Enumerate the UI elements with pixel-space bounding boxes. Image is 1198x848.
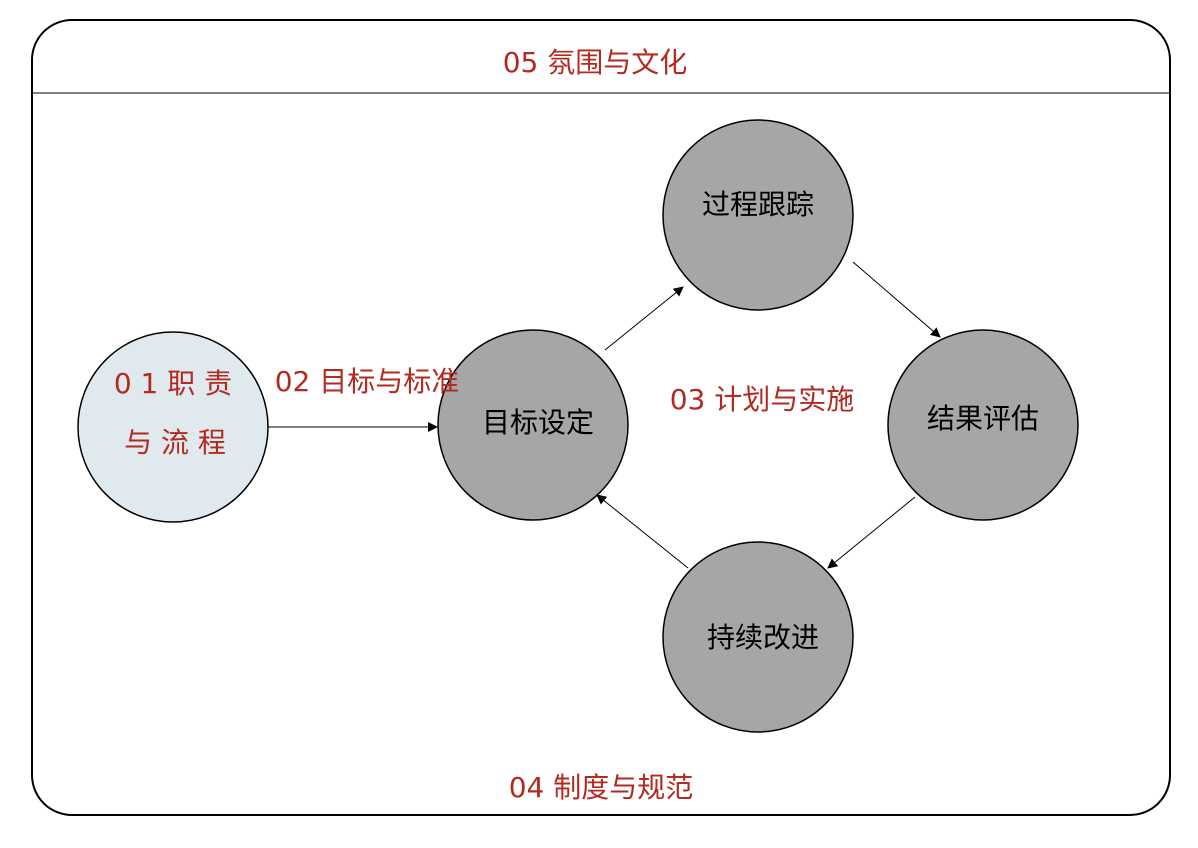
node-track xyxy=(662,119,854,311)
node-track-label: 过程跟踪 xyxy=(702,188,814,221)
node-evaluate-label: 结果评估 xyxy=(927,402,1039,435)
node-goal-label: 目标设定 xyxy=(482,406,594,439)
node-evaluate xyxy=(887,329,1079,521)
arrow-evaluate-to-improve xyxy=(827,496,916,569)
bottom-label: 04 制度与规范 xyxy=(509,771,694,804)
node-improve xyxy=(662,541,854,733)
arrow-track-to-evaluate xyxy=(852,261,941,338)
node-goal xyxy=(437,329,629,521)
label-03: 03 计划与实施 xyxy=(670,383,855,416)
arrow-goal-to-track xyxy=(604,286,684,351)
node-improve-label: 持续改进 xyxy=(707,621,819,654)
label-02: 02 目标与标准 xyxy=(275,365,460,398)
title-label: 05 氛围与文化 xyxy=(503,46,688,79)
responsibility-line1: 0 1 职 责 xyxy=(114,367,232,400)
responsibility-line2: 与 流 程 xyxy=(124,426,226,459)
arrow-improve-to-goal xyxy=(596,494,689,569)
